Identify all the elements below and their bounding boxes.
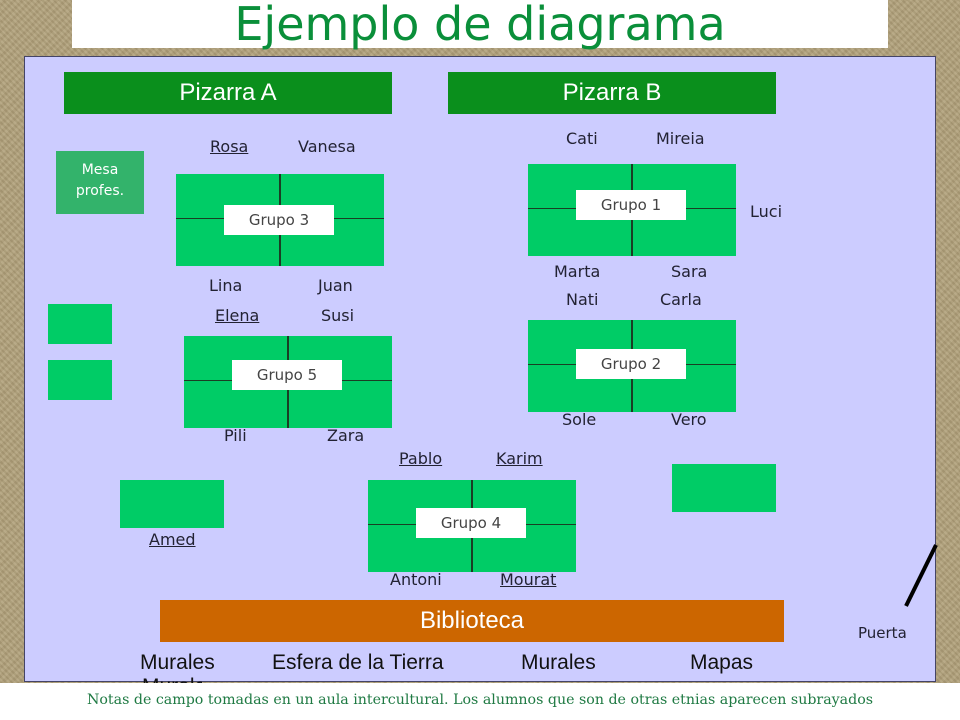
student-luci: Luci	[750, 202, 783, 221]
student-nati: Nati	[566, 290, 599, 309]
single-desk-amed	[120, 480, 224, 528]
student-marta: Marta	[554, 262, 601, 281]
group-label-3: Grupo 3	[224, 205, 334, 235]
classroom-floor	[24, 56, 936, 682]
student-susi: Susi	[321, 306, 355, 325]
student-sole: Sole	[562, 410, 597, 429]
door-label: Puerta	[858, 624, 907, 642]
table-grupo-4: Grupo 4	[368, 480, 576, 572]
student-mireia: Mireia	[656, 129, 705, 148]
student-sara: Sara	[671, 262, 708, 281]
teacher-desk-label-1: Mesa	[81, 162, 119, 178]
student-pili: Pili	[224, 426, 247, 445]
student-karim: Karim	[496, 449, 543, 468]
wall-murales-cut: Murales	[142, 675, 202, 683]
board-a: Pizarra A	[64, 72, 392, 114]
footer-box	[0, 683, 960, 720]
table-grupo-3: Grupo 3	[176, 174, 384, 266]
student-amed: Amed	[149, 530, 196, 549]
wall-mapas: Mapas	[690, 651, 754, 674]
teacher-desk-label-2: profes.	[75, 183, 125, 199]
footer-note: Notas de campo tomadas en un aula interc…	[86, 692, 874, 708]
student-carla: Carla	[660, 290, 702, 309]
wall-murales-2: Murales	[521, 651, 596, 674]
wall-murales-1: Murales	[140, 651, 215, 674]
student-pablo: Pablo	[399, 449, 443, 468]
student-zara: Zara	[327, 426, 365, 445]
table-grupo-1: Grupo 1	[528, 164, 736, 256]
student-lina: Lina	[209, 276, 243, 295]
wall-esfera: Esfera de la Tierra	[272, 651, 444, 674]
single-desk-2	[48, 360, 112, 400]
table-grupo-5: Grupo 5	[184, 336, 392, 428]
group-label-1: Grupo 1	[576, 190, 686, 220]
group-label-5: Grupo 5	[232, 360, 342, 390]
page-title: Ejemplo de diagrama	[234, 0, 726, 51]
student-vero: Vero	[671, 410, 707, 429]
student-antoni: Antoni	[390, 570, 442, 589]
student-cati: Cati	[566, 129, 598, 148]
group-label-4: Grupo 4	[416, 508, 526, 538]
biblioteca: Biblioteca	[160, 600, 784, 642]
group-label-2: Grupo 2	[576, 349, 686, 379]
student-juan: Juan	[318, 276, 353, 295]
student-elena: Elena	[215, 306, 260, 325]
teacher-desk: Mesa profes.	[56, 151, 144, 214]
title-box	[72, 0, 888, 48]
student-vanesa: Vanesa	[298, 137, 356, 156]
single-desk-right	[672, 464, 776, 512]
student-rosa: Rosa	[210, 137, 249, 156]
table-grupo-2: Grupo 2	[528, 320, 736, 412]
single-desk-1	[48, 304, 112, 344]
board-b: Pizarra B	[448, 72, 776, 114]
student-mourat: Mourat	[500, 570, 557, 589]
